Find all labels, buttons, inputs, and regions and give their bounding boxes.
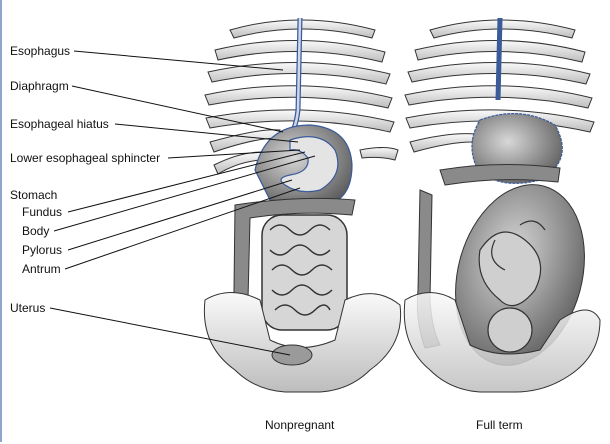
label-pylorus: Pylorus	[22, 243, 63, 257]
label-uterus: Uterus	[10, 301, 46, 315]
label-lower-esophageal-sphincter: Lower esophageal sphincter	[10, 151, 161, 165]
pelvis	[203, 292, 402, 393]
label-esophagus: Esophagus	[10, 44, 71, 58]
small-intestine	[261, 214, 348, 331]
label-diaphragm: Diaphragm	[10, 79, 69, 93]
nonpregnant-torso	[203, 17, 402, 393]
caption-nonpregnant: Nonpregnant	[265, 418, 335, 432]
leader-lines	[49, 50, 316, 356]
label-antrum: Antrum	[22, 262, 61, 276]
label-esophageal-hiatus: Esophageal hiatus	[10, 117, 109, 131]
caption-full-term: Full term	[476, 418, 523, 432]
fetus	[478, 220, 546, 353]
label-fundus: Fundus	[22, 205, 63, 219]
full-term-torso	[403, 17, 601, 393]
uterus	[271, 344, 313, 366]
label-body: Body	[22, 224, 50, 238]
label-stomach: Stomach	[10, 188, 58, 202]
